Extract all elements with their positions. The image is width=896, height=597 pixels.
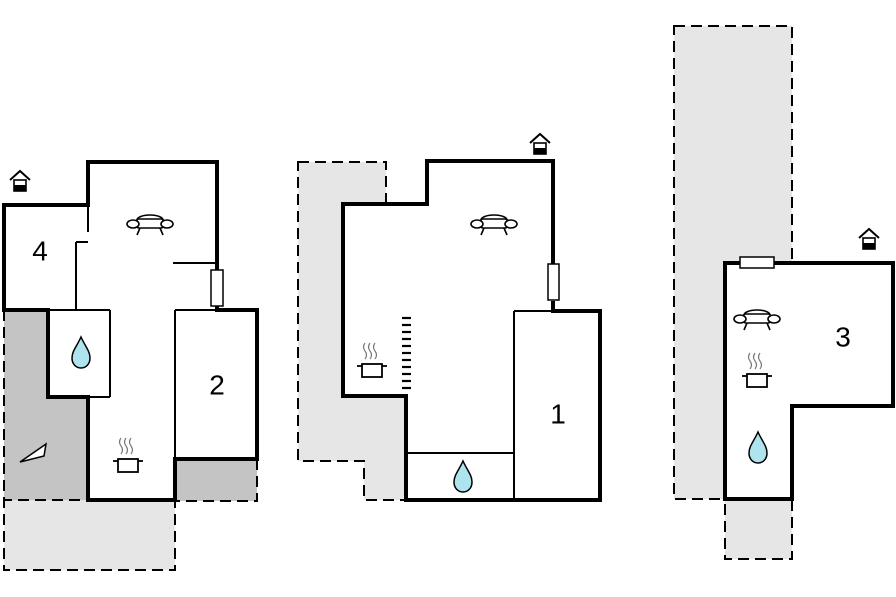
floor-left: 4 2 [2, 160, 259, 571]
outer-wall [341, 159, 602, 502]
window-icon [547, 263, 560, 301]
entrance-icon [858, 228, 880, 250]
room-number-4: 4 [32, 235, 48, 266]
terrace-dark-area-2 [177, 459, 257, 501]
entrance-icon [9, 170, 31, 192]
floor-right: 3 [673, 25, 895, 560]
room-number-1: 1 [550, 398, 566, 429]
room-number-3: 3 [835, 321, 851, 352]
floor-middle: 1 [297, 133, 602, 502]
terrace-dark-area [4, 310, 87, 500]
room-number-2: 2 [209, 369, 225, 400]
stair-arrow-icon [19, 442, 48, 463]
outer-wall [2, 160, 219, 312]
outer-wall [723, 261, 895, 501]
entrance-icon [529, 133, 551, 155]
terrace-area [3, 497, 176, 571]
window-icon [739, 256, 775, 269]
stairs-icon [402, 316, 411, 390]
terrace-area-2 [724, 498, 793, 560]
window-icon [210, 269, 224, 307]
